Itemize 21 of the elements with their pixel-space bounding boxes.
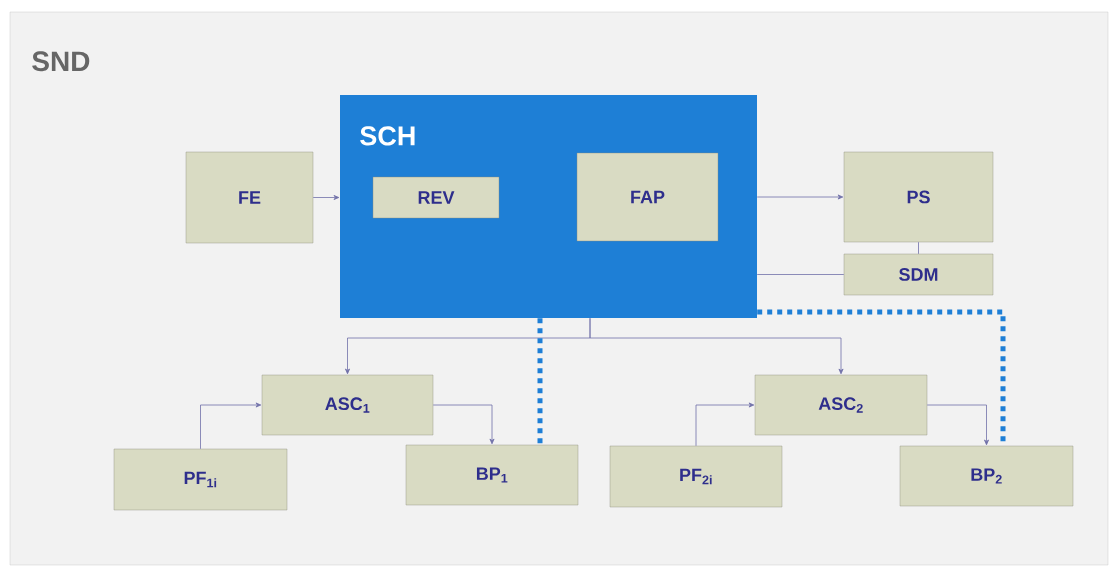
process-box: FE bbox=[185, 151, 314, 244]
process-box: PS bbox=[843, 151, 994, 243]
process-box: BP$_{2}$ bbox=[899, 445, 1074, 507]
process-box: ASC$_{1}$ bbox=[261, 374, 434, 436]
arrow bbox=[756, 194, 844, 200]
arrow bbox=[926, 404, 989, 446]
connector-line bbox=[918, 241, 919, 255]
arrow bbox=[695, 402, 755, 447]
process-box: FAP bbox=[576, 152, 719, 242]
dotted-line bbox=[537, 318, 543, 445]
process-box: SDM bbox=[843, 253, 994, 296]
connector-line bbox=[756, 274, 845, 275]
arrow bbox=[312, 195, 340, 200]
process-box: REV bbox=[372, 176, 500, 219]
arrow bbox=[589, 317, 844, 375]
process-box: BP$_{1}$ bbox=[405, 444, 579, 506]
arrow bbox=[200, 402, 262, 450]
arrow bbox=[432, 404, 495, 445]
process-box: ASC$_{2}$ bbox=[754, 374, 928, 436]
process-box: PF$_{1i}$ bbox=[113, 448, 288, 511]
process-box: PF$_{2i}$ bbox=[609, 445, 783, 508]
